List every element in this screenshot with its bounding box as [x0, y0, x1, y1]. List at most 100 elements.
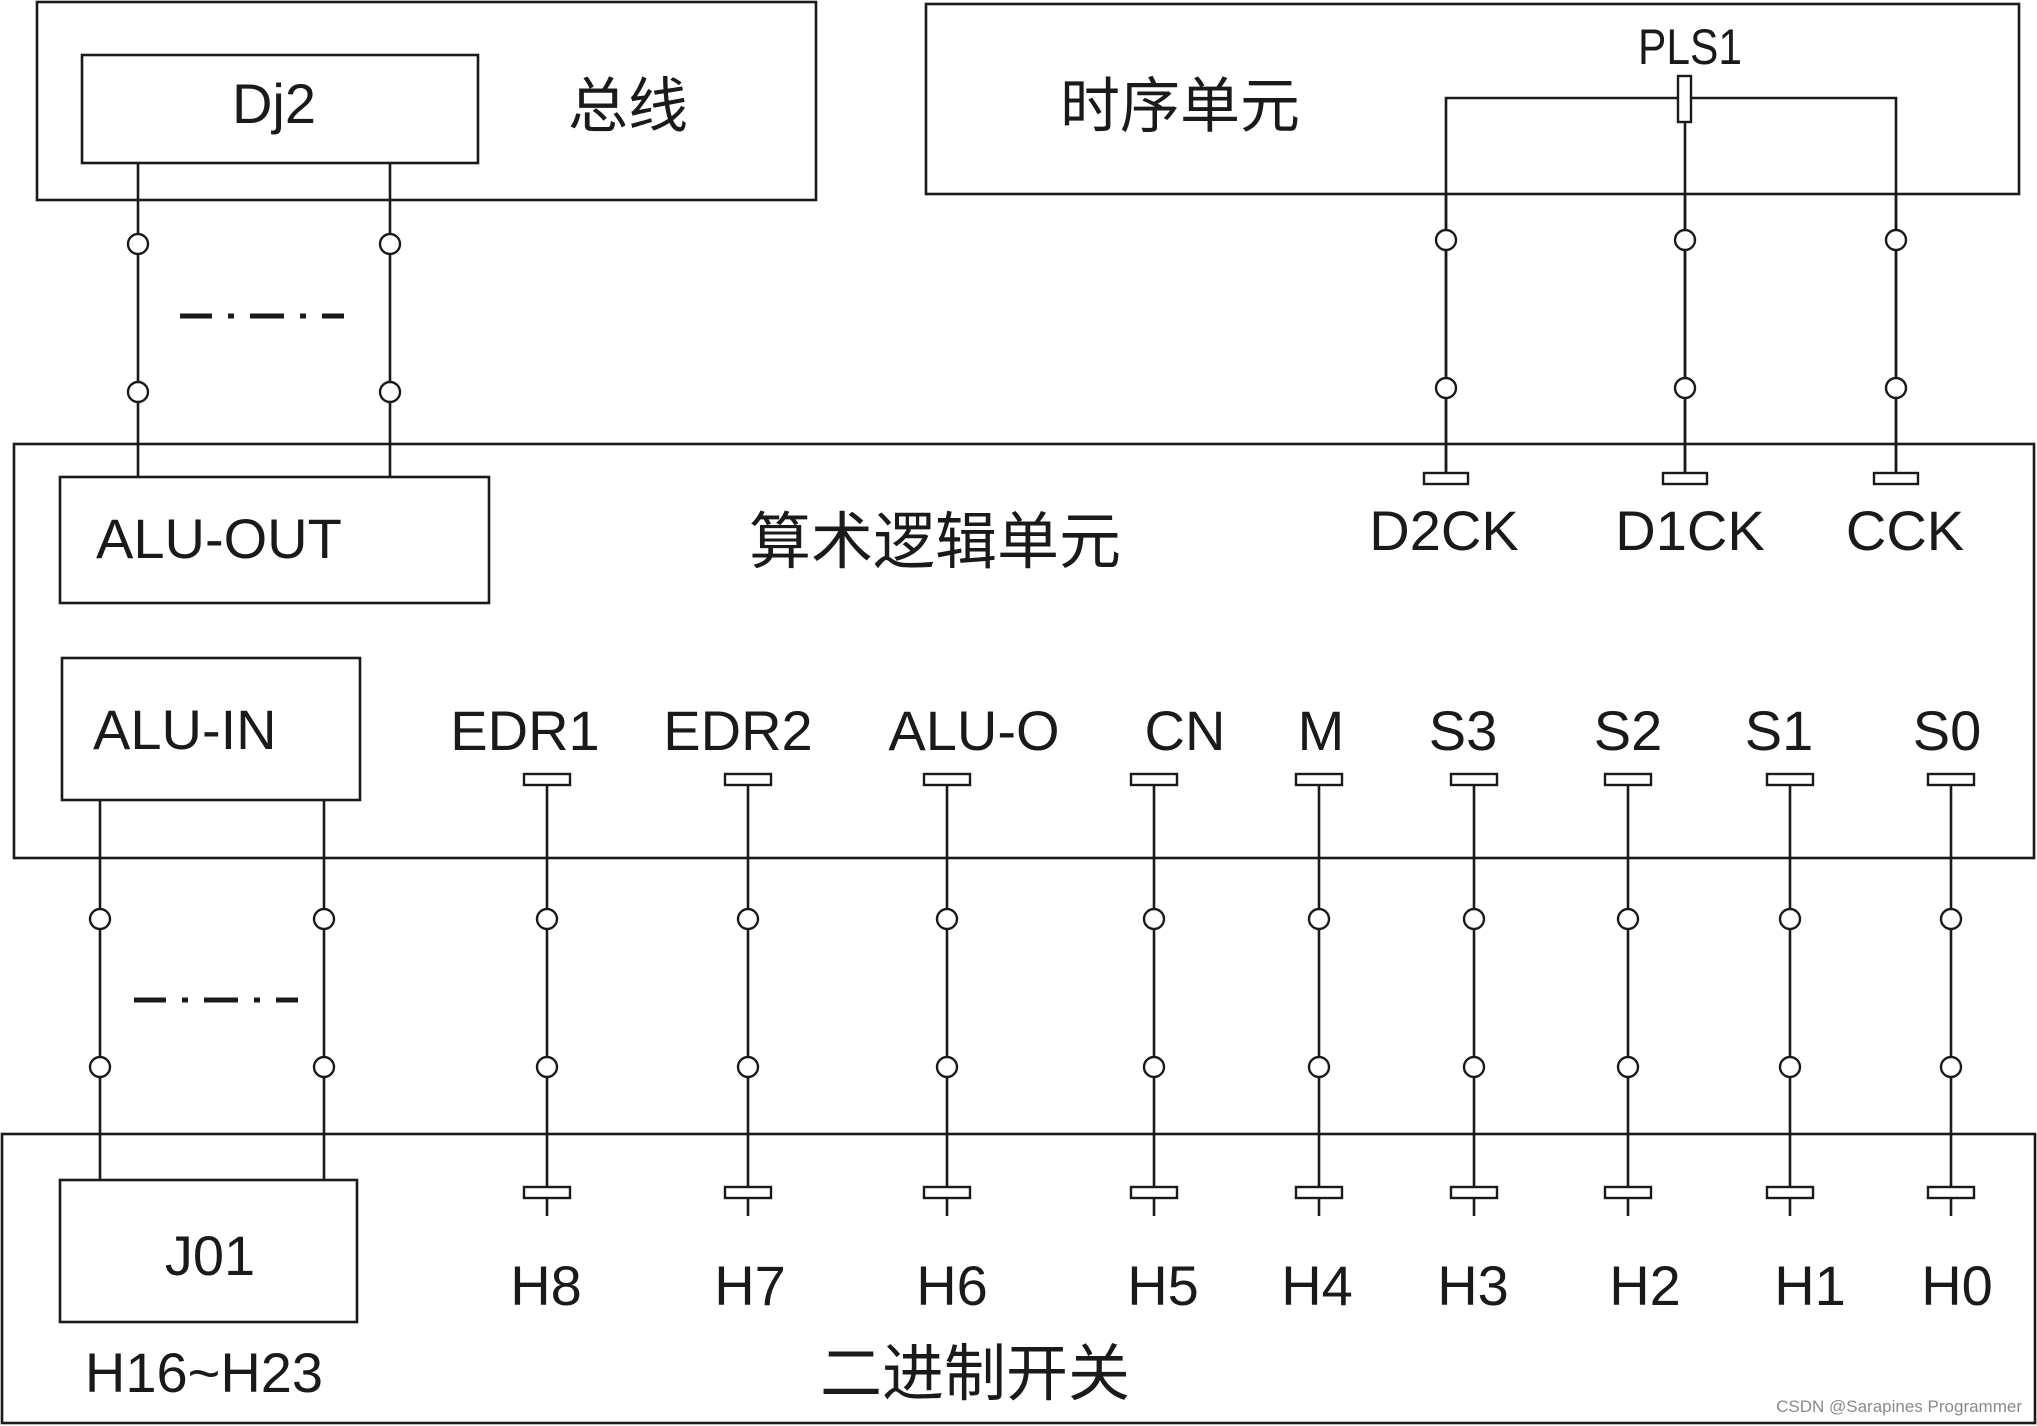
- pin-jack: [723, 772, 773, 787]
- pin-jack: [922, 772, 972, 787]
- connector-ring: [1778, 1055, 1802, 1079]
- pin-jack: [723, 1185, 773, 1200]
- connector-ring: [1307, 1055, 1331, 1079]
- pin-jack: [922, 1185, 972, 1200]
- timing-unit: 时序单元 PLS1: [924, 2, 2021, 480]
- connector-ring: [1462, 907, 1486, 931]
- alu-control-pin-label: S2: [1594, 699, 1663, 762]
- switch-pins: H8 H7 H6 H5 H4 H3 H2 H1 H0: [510, 1185, 1993, 1317]
- connector-ring: [736, 1055, 760, 1079]
- pin-jack: [1294, 772, 1344, 787]
- switch-pin-label: H3: [1437, 1254, 1509, 1317]
- connector-ring: [1939, 907, 1963, 931]
- connector-ring: [736, 907, 760, 931]
- connector-ring: [126, 232, 150, 256]
- switch-range-label: H16~H23: [85, 1341, 323, 1404]
- pls1-label: PLS1: [1638, 19, 1742, 75]
- pin-jack: [1449, 1185, 1499, 1200]
- switch-pin-label: H7: [714, 1254, 786, 1317]
- bus-chip-label: Dj2: [232, 72, 316, 135]
- connector-ring: [935, 907, 959, 931]
- connector-ring: [88, 1055, 112, 1079]
- pin-jack: [1449, 772, 1499, 787]
- switch-pin-label: H2: [1609, 1254, 1681, 1317]
- alu-in-to-j01-bundle: [88, 800, 336, 1180]
- alu-unit-frame: [12, 442, 2036, 860]
- connector-ring: [378, 232, 402, 256]
- alu-control-pin-label: S1: [1745, 699, 1814, 762]
- connector-ring: [312, 907, 336, 931]
- connector-ring: [126, 380, 150, 404]
- alu-control-pin-label: EDR2: [663, 699, 812, 762]
- pls1-jack: [1676, 74, 1693, 124]
- timing-pin-label: D2CK: [1369, 499, 1518, 562]
- connector-ring: [1778, 907, 1802, 931]
- switch-unit-title: 二进制开关: [820, 1337, 1130, 1410]
- connector-ring: [378, 380, 402, 404]
- alu-in-label: ALU-IN: [93, 698, 277, 761]
- bus-unit-frame: [35, 0, 818, 202]
- pin-jack: [1603, 1185, 1653, 1200]
- connector-ring: [1939, 1055, 1963, 1079]
- timing-unit-title: 时序单元: [1060, 72, 1300, 142]
- connector-ring: [1142, 1055, 1166, 1079]
- connector-ring: [312, 1055, 336, 1079]
- pin-jack: [522, 772, 572, 787]
- switch-pin-label: H6: [916, 1254, 988, 1317]
- connector-ring: [1673, 228, 1697, 252]
- pin-jack: [1926, 1185, 1976, 1200]
- bus-unit-title: 总线: [568, 72, 688, 142]
- connector-ring: [935, 1055, 959, 1079]
- switch-unit-frame: [0, 1132, 2037, 1425]
- connector-ring: [1616, 907, 1640, 931]
- connector-ring: [1462, 1055, 1486, 1079]
- connector-ring: [88, 907, 112, 931]
- switch-pin-label: H5: [1127, 1254, 1199, 1317]
- pin-jack: [522, 1185, 572, 1200]
- alu-control-pin-label: S3: [1429, 699, 1498, 762]
- watermark: CSDN @Sarapines Programmer: [1776, 1397, 2022, 1416]
- timing-unit-frame: [924, 2, 2021, 196]
- switch-pin-label: H8: [510, 1254, 582, 1317]
- j01-chip-box: [58, 1178, 359, 1324]
- bus-unit: Dj2 总线: [35, 0, 818, 202]
- connector-ring: [535, 1055, 559, 1079]
- alu-out-box: [58, 475, 491, 605]
- pls1-distribution-wire: [1444, 96, 1898, 480]
- connector-ring: [1616, 1055, 1640, 1079]
- alu-control-pin-label: M: [1298, 699, 1345, 762]
- alu-control-pin-label: EDR1: [450, 699, 599, 762]
- alu-control-pin-label: CN: [1145, 699, 1226, 762]
- switch-pin-label: H1: [1774, 1254, 1846, 1317]
- alu-out-label: ALU-OUT: [96, 507, 342, 570]
- pin-jack: [1603, 772, 1653, 787]
- connector-ring: [1884, 376, 1908, 400]
- alu-in-box: [60, 656, 362, 802]
- timing-pins: D2CK D1CK CCK: [1369, 194, 1964, 562]
- connector-ring: [1434, 228, 1458, 252]
- alu-control-pin-label: S0: [1913, 699, 1982, 762]
- connector-ring: [1142, 907, 1166, 931]
- switch-pin-label: H4: [1281, 1254, 1353, 1317]
- pin-jack: [1926, 772, 1976, 787]
- connector-ring: [1884, 228, 1908, 252]
- pin-jack: [1129, 772, 1179, 787]
- switch-pin-label: H0: [1921, 1254, 1993, 1317]
- pin-jack: [1294, 1185, 1344, 1200]
- connector-ring: [1434, 376, 1458, 400]
- alu-control-pin-label: ALU-O: [888, 699, 1059, 762]
- pin-jack: [1765, 772, 1815, 787]
- alu-unit-title: 算术逻辑单元: [749, 505, 1121, 578]
- j01-chip-label: J01: [165, 1224, 255, 1287]
- pin-jack: [1872, 471, 1920, 486]
- pin-jack: [1129, 1185, 1179, 1200]
- alu-control-pins: EDR1 EDR2 ALU-O CN M S3 S2 S1 S0: [450, 699, 1981, 1216]
- timing-pin-label: D1CK: [1615, 499, 1764, 562]
- timing-pin-label: CCK: [1846, 499, 1964, 562]
- pin-jack: [1422, 471, 1470, 486]
- switch-unit: J01 H16~H23 二进制开关 H8 H7 H6 H5 H4 H3 H2 H1 H0: [0, 1132, 2037, 1425]
- connector-ring: [535, 907, 559, 931]
- pin-jack: [1661, 471, 1709, 486]
